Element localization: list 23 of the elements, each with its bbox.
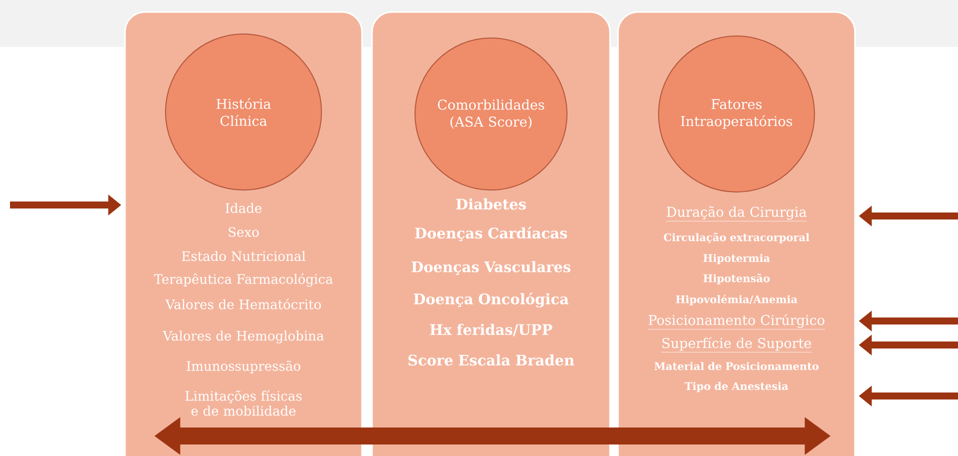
list-item: Estado Nutricional — [182, 250, 306, 262]
list-item: Diabetes — [456, 198, 526, 210]
list-item: Terapêutica Farmacológica — [154, 273, 333, 287]
list-item: Superfície de Suporte — [661, 337, 812, 352]
list-item: Material de Posicionamento — [654, 362, 819, 370]
list-item: Hipotensão — [703, 274, 770, 284]
list-item: Imunossupressão — [186, 360, 300, 374]
list-item: Duração da Cirurgia — [666, 206, 808, 222]
list-item: Circulação extracorporal — [664, 232, 810, 244]
list-item: Doença Oncológica — [414, 292, 569, 308]
list-item: Hipotermia — [703, 254, 770, 264]
list-item: Hx feridas/UPP — [430, 324, 552, 336]
list-item: Limitações físicas e de mobilidade — [185, 390, 302, 416]
list-item: Sexo — [228, 227, 259, 237]
list-item: Hipovolémia/Anemia — [676, 294, 798, 306]
list-item: Tipo de Anestesia — [684, 382, 788, 392]
list-item: Doenças Cardíacas — [415, 226, 568, 242]
list-item: Valores de Hematócrito — [165, 298, 321, 310]
list-item: Idade — [226, 202, 262, 214]
list-item: Doenças Vasculares — [412, 261, 570, 275]
list-item: Score Escala Braden — [408, 354, 574, 366]
list-item: Valores de Hemoglobina — [162, 330, 324, 344]
list-item: Posicionamento Cirúrgico — [648, 314, 826, 330]
